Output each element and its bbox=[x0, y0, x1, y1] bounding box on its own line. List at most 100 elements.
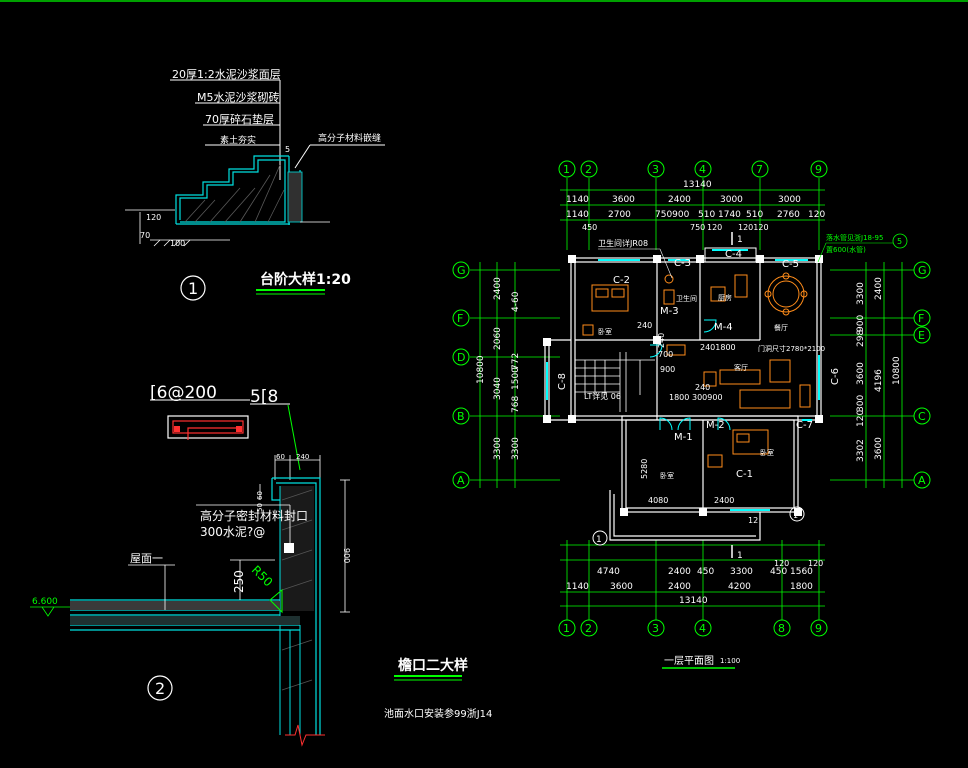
section-mark-bottom: 1 bbox=[737, 551, 743, 561]
window-c2: C-2 bbox=[613, 275, 630, 286]
dim-top3-4: 510 bbox=[698, 210, 715, 220]
frame-top-border bbox=[0, 0, 968, 2]
rebar-left-text: [6@200 bbox=[150, 383, 217, 403]
inner-dim-2: 700 bbox=[658, 350, 673, 359]
axis-left-1: G bbox=[457, 264, 466, 277]
dim-bot1-3: 450 bbox=[697, 567, 714, 577]
axis-top-3: 3 bbox=[652, 163, 659, 176]
window-c1: C-1 bbox=[736, 469, 753, 480]
axis-bottom-5: 8 bbox=[778, 622, 785, 635]
dim-left-inner-4: 768 bbox=[511, 396, 521, 413]
section-mark-top: 1 bbox=[737, 235, 743, 245]
elevation-text: 6.600 bbox=[32, 597, 58, 607]
dim-50-text: 50 bbox=[256, 503, 264, 512]
layer-2-text: M5水泥沙浆砌砖 bbox=[197, 90, 280, 104]
dim-70-text: 70 bbox=[140, 231, 150, 240]
dim-bot1-1: 4740 bbox=[597, 567, 620, 577]
dim-bot2-5: 1800 bbox=[790, 582, 813, 592]
dim-240-text: 240 bbox=[296, 453, 309, 461]
dim-bot1-4: 3300 bbox=[730, 567, 753, 577]
axis-bottom-3: 3 bbox=[652, 622, 659, 635]
door-m1: M-1 bbox=[674, 432, 693, 443]
inner-dim-3: 2401800 bbox=[700, 343, 736, 352]
note-gutter: 落水管见浙J18-95 bbox=[826, 233, 883, 242]
dim-right-inner-5: 120 bbox=[856, 410, 866, 427]
dim-bot-small-1: 120 bbox=[774, 559, 789, 568]
rebar-right-text: 5[8 bbox=[250, 387, 278, 407]
door-m3: M-3 bbox=[660, 306, 679, 317]
door-m4: M-4 bbox=[714, 322, 733, 333]
axis-right-2: F bbox=[918, 312, 924, 325]
dim-right-3600: 3600 bbox=[874, 437, 884, 460]
detail-1-number-circle bbox=[180, 275, 206, 301]
detail-1-step: 20厚1:2水泥沙浆面层 M5水泥沙浆砌砖 70厚碎石垫层 素土夯实 高分子材料… bbox=[125, 67, 385, 301]
dim-left-mid-1: 2400 bbox=[493, 277, 503, 300]
detail-2-number-circle bbox=[147, 675, 173, 701]
floor-plan: 1 2 3 4 7 9 1 2 3 4 8 9 G F D B A G F E … bbox=[452, 160, 931, 669]
window-c5: C-5 bbox=[782, 259, 799, 270]
detail-2-eaves: [6@200 5[8 60 240 60 50 900 bbox=[30, 383, 492, 747]
dim-top4-2: 750 bbox=[690, 223, 705, 232]
dim-left-inner-2: 1500 bbox=[511, 367, 521, 390]
roof-label: 屋面一 bbox=[130, 552, 163, 565]
room-dining: 餐厅 bbox=[774, 323, 788, 332]
window-c4: C-4 bbox=[725, 249, 742, 260]
dim-5-text: 5 bbox=[285, 145, 290, 154]
dim-bot-total: 13140 bbox=[679, 596, 708, 606]
note-gutter-2: 置600(水管) bbox=[826, 245, 866, 254]
dim-top3-5: 1740 bbox=[718, 210, 741, 220]
dim-top3-6: 510 bbox=[746, 210, 763, 220]
seal-note-2: 300水泥?@ bbox=[200, 525, 265, 539]
dim-top4-3: 120 bbox=[707, 223, 722, 232]
inner-dim-9: 5280 bbox=[640, 459, 649, 479]
detail-1-title: 台阶大样1:20 bbox=[260, 271, 351, 288]
dim-left-mid-3: 3040 bbox=[493, 377, 503, 400]
dim-right-inner-1: 3300 bbox=[856, 282, 866, 305]
dim-top4-1: 450 bbox=[582, 223, 597, 232]
gutter-ref-number: 5 bbox=[897, 237, 902, 246]
axis-top-2: 2 bbox=[585, 163, 592, 176]
plan-ref-label: 1 bbox=[596, 535, 602, 545]
dim-top2-4: 3000 bbox=[720, 195, 743, 205]
note-stair: LT详见 06 bbox=[584, 391, 621, 401]
dim-right-inner-4: 3600 bbox=[856, 362, 866, 385]
dim-left-mid-2: 2060 bbox=[493, 327, 503, 350]
dim-right-mid-2: 4196 bbox=[874, 369, 884, 392]
dim-60-text: 60 bbox=[276, 453, 285, 461]
dim-120-text: 120 bbox=[146, 213, 161, 222]
axis-top-6: 9 bbox=[815, 163, 822, 176]
dim-right-inner-3: 298 bbox=[856, 330, 866, 347]
axis-top-1: 1 bbox=[563, 163, 570, 176]
axis-left-3: D bbox=[457, 351, 465, 364]
axis-top-5: 7 bbox=[756, 163, 763, 176]
dim-bot1-5: 450 bbox=[770, 567, 787, 577]
axis-bottom-1: 1 bbox=[563, 622, 570, 635]
axis-right-5: A bbox=[918, 474, 926, 487]
dim-top2-3: 2400 bbox=[668, 195, 691, 205]
dim-left-outer: 10800 bbox=[476, 355, 486, 384]
detail-2-footnote: 池面水口安装参99浙J14 bbox=[384, 707, 492, 720]
dim-bot-small-2: 120 bbox=[808, 559, 823, 568]
layer-4-text: 素土夯实 bbox=[220, 134, 256, 146]
room-bedroom-1: 卧室 bbox=[598, 327, 612, 336]
axis-bottom-2: 2 bbox=[585, 622, 592, 635]
dim-100-text: 100 bbox=[170, 239, 185, 248]
axis-right-3: E bbox=[918, 329, 925, 342]
window-c7: C-7 bbox=[796, 420, 813, 431]
dim-top3-7: 2760 bbox=[777, 210, 800, 220]
window-c8: C-8 bbox=[557, 373, 568, 390]
dim-left-mid-4: 3300 bbox=[493, 437, 503, 460]
room-kitchen: 厨房 bbox=[718, 293, 732, 302]
dim-right-inner-7: 3302 bbox=[856, 439, 866, 462]
inner-dim-4: 240 bbox=[695, 383, 710, 392]
inner-dim-11: 2400 bbox=[714, 496, 734, 505]
dim-bot1-6: 1560 bbox=[790, 567, 813, 577]
dim-60b-text: 60 bbox=[256, 491, 264, 500]
dim-bot1-2: 2400 bbox=[668, 567, 691, 577]
dim-bot2-2: 3600 bbox=[610, 582, 633, 592]
dim-left-inner-1: 4-60 bbox=[511, 291, 521, 312]
plan-ref-1: 1 bbox=[793, 511, 798, 520]
inner-dim-7: 1800 bbox=[669, 393, 689, 402]
dim-top3-1: 1140 bbox=[566, 210, 589, 220]
